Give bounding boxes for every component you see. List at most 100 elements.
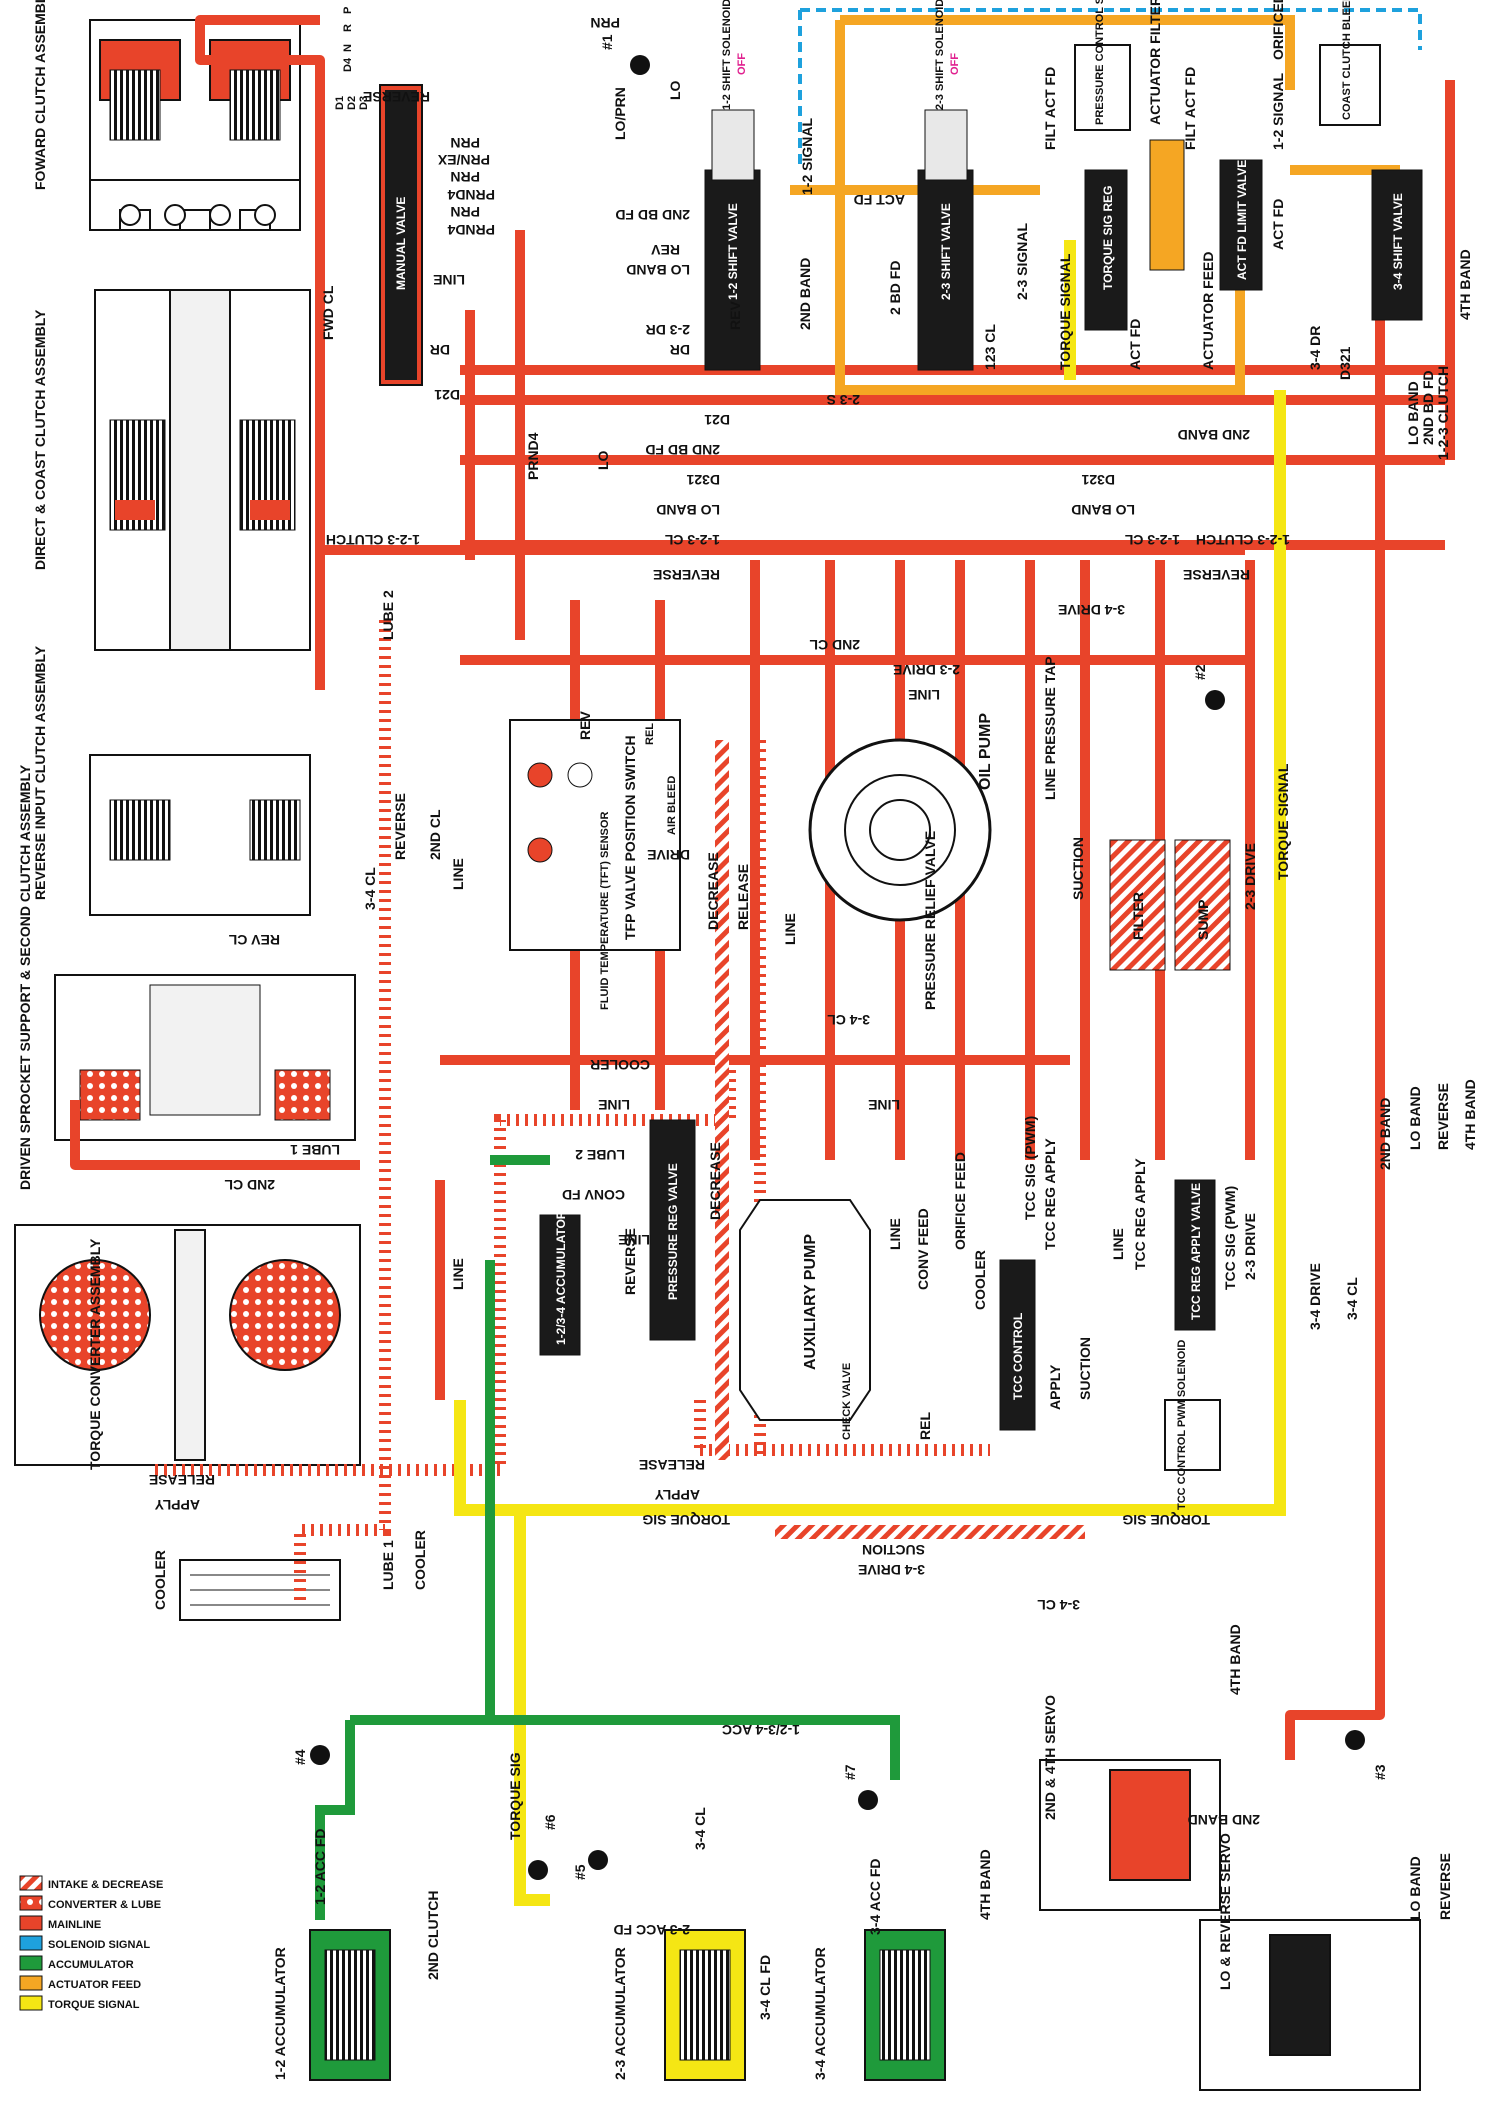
- checkball-7: [858, 1790, 878, 1810]
- passage-4th-band-low: 4TH BAND: [977, 1849, 993, 1920]
- passage-prn-top: PRN: [590, 15, 620, 31]
- passage-apply-v: APPLY: [1047, 1364, 1063, 1410]
- auxiliary-pump-body: [739, 1199, 871, 1421]
- label-shift-34: 3-4 SHIFT VALVE: [1391, 193, 1405, 290]
- checkball-3: [1345, 1730, 1365, 1750]
- label-acc-1234: 1-2/3-4 ACCUMULATOR: [554, 1210, 568, 1345]
- checkball-6: [528, 1860, 548, 1880]
- label-boost: BOOST VALVE: [666, 1346, 680, 1430]
- passage-lo-band-top: LO BAND: [626, 262, 690, 278]
- passage-d321-v: D321: [1337, 346, 1353, 380]
- passage-2nd-bd-fd-top: 2ND BD FD: [615, 207, 690, 223]
- passage-labels-horizontal: D21 2ND BD FD D321 D321 LO BAND LO BAND …: [149, 0, 1478, 2020]
- passage-dr-23: 2-3 DR: [646, 322, 690, 338]
- svg-text:TORQUE SIGNAL: TORQUE SIGNAL: [48, 1999, 140, 2011]
- passage-line-2: LINE: [598, 1097, 630, 1113]
- label-torque-sig-reg: TORQUE SIG REG: [1101, 186, 1115, 290]
- passage-cooler: COOLER: [590, 1057, 650, 1073]
- passage-orifice-feed: ORIFICE FEED: [952, 1152, 968, 1250]
- passage-34-cl-fd: 3-4 CL FD: [757, 1955, 773, 2020]
- passage-conv-fd: CONV FD: [562, 1187, 625, 1203]
- valve-labels: MANUAL VALVE 1-2 SHIFT VALVE 2-3 SHIFT V…: [394, 160, 1405, 1430]
- label-oil-pump: OIL PUMP: [977, 713, 994, 790]
- label-filter: FILTER: [1130, 892, 1146, 940]
- passage-act-fd-top: ACT FD: [854, 192, 905, 208]
- passage-clutch-123: 1-2-3 CLUTCH: [326, 532, 420, 548]
- passage-2-bd-fd: 2 BD FD: [887, 261, 903, 315]
- passage-drive-34-low: 3-4 DRIVE: [858, 1562, 925, 1578]
- pressure-control-solenoid-body: [1074, 44, 1131, 131]
- passage-23-drive-v: 2-3 DRIVE: [1242, 843, 1258, 910]
- svg-text:INTAKE & DECREASE: INTAKE & DECREASE: [48, 1879, 163, 1891]
- passage-rev-v: REV: [727, 301, 743, 330]
- passage-line-v3: LINE: [887, 1218, 903, 1250]
- manual-port-d21: D21: [434, 387, 460, 403]
- manual-port-line: LINE: [433, 272, 465, 288]
- shift-valve-34: [1371, 169, 1423, 321]
- passage-cl-2nd: 2ND CL: [809, 637, 860, 653]
- label-tfp: TFP VALVE POSITION SWITCH: [622, 735, 638, 940]
- passage-reverse-low: REVERSE: [1437, 1853, 1453, 1920]
- manual-port-prnd4-1: PRND4: [447, 187, 495, 203]
- actuator-feed-passages: [790, 15, 1400, 395]
- passage-orificed-ex: ORIFICED EX: [1270, 0, 1286, 60]
- gear-position-labels: D1 D2 D3 D4 N R P: [334, 7, 370, 110]
- passage-apply-2: APPLY: [654, 1487, 700, 1503]
- passage-decrease-v2: DECREASE: [707, 1142, 723, 1220]
- passage-decrease-v: DECREASE: [705, 852, 721, 930]
- passage-23-s: 2-3 S: [827, 392, 860, 408]
- passage-torque-sig-right: TORQUE SIG: [1122, 1512, 1210, 1528]
- passage-d21: D21: [704, 412, 730, 428]
- label-tcc-pwm: TCC CONTROL PWM SOLENOID: [1176, 1340, 1188, 1510]
- passage-lube-1: LUBE 1: [290, 1142, 340, 1158]
- direct-coast-clutch-assembly: [94, 289, 311, 651]
- passage-lo-prn: LO/PRN: [612, 87, 628, 140]
- svg-text:MAINLINE: MAINLINE: [48, 1919, 101, 1931]
- passage-tcc-sig-pwm: TCC SIG (PWM): [1022, 1116, 1038, 1220]
- gear-d4: D4: [342, 57, 354, 72]
- passage-signal-12-right: 1-2 SIGNAL: [1270, 73, 1286, 150]
- passage-rev-top: REV: [651, 242, 680, 258]
- driven-sprocket-assembly: [54, 974, 356, 1141]
- label-air-bleed: AIR BLEED: [666, 776, 678, 835]
- passage-rev-cl: REV CL: [228, 932, 280, 948]
- passage-drive-h: DRIVE: [647, 847, 690, 863]
- passage-lo-band: LO BAND: [656, 502, 720, 518]
- passage-34-acc-fd: 3-4 ACC FD: [867, 1859, 883, 1936]
- coast-clutch-bleed-solenoid: [1319, 44, 1381, 126]
- manual-port-prnd4-2: PRND4: [447, 222, 495, 238]
- label-sol-23-state: OFF: [949, 53, 961, 75]
- servo-lr-body: [1199, 1919, 1421, 2091]
- label-actuator-filter: ACTUATOR FILTER: [1147, 0, 1163, 125]
- act-fd-limit-valve: [1219, 159, 1263, 291]
- checkball-1: [630, 55, 650, 75]
- label-check-valve: CHECK VALVE: [841, 1363, 853, 1440]
- passage-torque-sig-low-v: TORQUE SIG: [507, 1752, 523, 1840]
- passage-lo-v: LO: [595, 450, 611, 470]
- passage-act-fd-v: ACT FD: [1127, 319, 1143, 370]
- checkball-4: [310, 1745, 330, 1765]
- passage-2nd-cl-left: 2ND CL: [224, 1177, 275, 1193]
- passage-123-clutch-v: 1-2-3 CLUTCH: [1435, 366, 1451, 460]
- passage-34-cl-v: 3-4 CL: [362, 867, 378, 910]
- label-sol-12-state: OFF: [736, 53, 748, 75]
- passage-line-v2: LINE: [782, 913, 798, 945]
- svg-text:ACCUMULATOR: ACCUMULATOR: [48, 1959, 134, 1971]
- label-sol-23: 2-3 SHIFT SOLENOID N.O.: [934, 0, 946, 110]
- passage-drive-23: 2-3 DRIVE: [893, 662, 960, 678]
- manual-port-reverse: REVERSE: [363, 89, 430, 105]
- passage-release-2: RELEASE: [639, 1457, 705, 1473]
- label-aux-pump: AUXILIARY PUMP: [802, 1234, 819, 1370]
- gear-d2: D2: [346, 96, 358, 110]
- legend-item-converter: CONVERTER & LUBE: [19, 1895, 161, 1911]
- shift-valve-23: [917, 109, 974, 371]
- manual-port-dr: DR: [430, 342, 450, 358]
- assembly-labels: FOWARD CLUTCH ASSEMBLY DIRECT & COAST CL…: [17, 0, 1233, 2080]
- actuator-filter: [1149, 139, 1185, 271]
- legend-item-accumulator: ACCUMULATOR: [19, 1955, 134, 1971]
- checkball-labels: #1 #2 #3 #4 #5 #6 #7: [292, 34, 1388, 1880]
- label-servo-24: 2ND & 4TH SERVO: [1042, 1695, 1058, 1820]
- label-manual-valve: MANUAL VALVE: [394, 197, 408, 290]
- passage-torque-signal-top: TORQUE SIGNAL: [1057, 253, 1073, 370]
